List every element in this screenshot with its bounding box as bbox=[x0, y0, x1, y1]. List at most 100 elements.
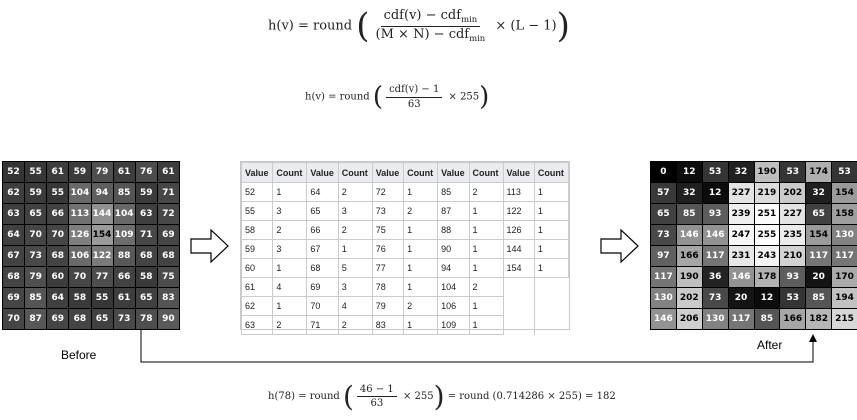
after-pixel-cell: 219 bbox=[754, 183, 780, 203]
after-pixel-cell: 130 bbox=[832, 225, 857, 245]
before-pixel-cell: 104 bbox=[69, 183, 91, 203]
after-pixel-cell: 0 bbox=[651, 162, 676, 182]
after-pixel-cell: 117 bbox=[806, 246, 832, 266]
before-pixel-cell: 59 bbox=[25, 183, 47, 203]
after-pixel-cell: 97 bbox=[651, 246, 676, 266]
before-pixel-cell: 72 bbox=[157, 204, 179, 224]
after-pixel-cell: 166 bbox=[780, 309, 806, 329]
before-pixel-cell: 83 bbox=[157, 288, 179, 308]
after-pixel-cell: 170 bbox=[832, 267, 857, 287]
table-cell: 83 bbox=[371, 315, 405, 335]
formula-example-lhs: h(78) = round bbox=[268, 391, 340, 402]
after-pixel-cell: 85 bbox=[754, 309, 780, 329]
after-pixel-cell: 158 bbox=[832, 204, 857, 224]
before-pixel-cell: 58 bbox=[69, 288, 91, 308]
arrow-right-icon bbox=[600, 228, 639, 264]
formula-example-numerator: 46 − 1 bbox=[356, 384, 397, 397]
table-cell: 85 bbox=[437, 182, 470, 202]
after-pixel-cell: 239 bbox=[728, 204, 754, 224]
after-pixel-cell: 20 bbox=[806, 267, 832, 287]
before-pixel-cell: 70 bbox=[3, 309, 25, 329]
after-pixel-cell: 53 bbox=[832, 162, 857, 182]
before-pixel-cell: 73 bbox=[25, 246, 47, 266]
after-pixel-cell: 85 bbox=[806, 288, 832, 308]
before-pixel-cell: 94 bbox=[91, 183, 113, 203]
histogram-column-header: Value bbox=[502, 162, 535, 183]
before-pixel-cell: 61 bbox=[113, 288, 135, 308]
after-pixel-cell: 146 bbox=[728, 267, 754, 287]
after-pixel-cell: 235 bbox=[780, 225, 806, 245]
before-pixel-cell: 75 bbox=[157, 267, 179, 287]
after-pixel-cell: 210 bbox=[780, 246, 806, 266]
before-pixel-cell: 77 bbox=[91, 267, 113, 287]
after-pixel-cell: 57 bbox=[651, 183, 676, 203]
before-pixel-cell: 79 bbox=[91, 162, 113, 182]
before-pixel-cell: 73 bbox=[113, 309, 135, 329]
after-pixel-cell: 178 bbox=[754, 267, 780, 287]
before-pixel-cell: 109 bbox=[113, 225, 135, 245]
formula-example-rhs: = round (0.714286 × 255) = 182 bbox=[447, 391, 616, 402]
after-pixel-cell: 215 bbox=[832, 309, 857, 329]
after-pixel-cell: 117 bbox=[832, 246, 857, 266]
before-pixel-cell: 69 bbox=[47, 309, 69, 329]
before-pixel-cell: 67 bbox=[3, 246, 25, 266]
histogram-column-header: Count bbox=[468, 162, 504, 183]
table-cell: 52 bbox=[240, 182, 274, 202]
before-pixel-cell: 55 bbox=[25, 162, 47, 182]
after-pixel-cell: 12 bbox=[676, 162, 702, 182]
table-cell: 1 bbox=[533, 258, 570, 278]
formula-example-tail: × 255 bbox=[402, 391, 434, 402]
after-pixel-cell: 65 bbox=[806, 204, 832, 224]
histogram-column-header: Value bbox=[437, 162, 470, 183]
before-pixel-cell: 87 bbox=[25, 309, 47, 329]
after-pixel-cell: 117 bbox=[702, 246, 728, 266]
after-pixel-cell: 154 bbox=[806, 225, 832, 245]
before-pixel-cell: 68 bbox=[47, 246, 69, 266]
before-pixel-cell: 71 bbox=[135, 225, 157, 245]
table-empty-cell bbox=[502, 277, 535, 297]
table-cell: 76 bbox=[371, 239, 405, 259]
before-pixel-cell: 55 bbox=[47, 183, 69, 203]
after-pixel-cell: 117 bbox=[651, 267, 676, 287]
after-pixel-cell: 53 bbox=[702, 162, 728, 182]
after-pixel-cell: 117 bbox=[728, 309, 754, 329]
before-pixel-cell: 154 bbox=[91, 225, 113, 245]
before-pixel-cell: 63 bbox=[135, 204, 157, 224]
before-pixel-cell: 144 bbox=[91, 204, 113, 224]
after-pixel-cell: 20 bbox=[728, 288, 754, 308]
before-pixel-cell: 64 bbox=[47, 288, 69, 308]
before-pixel-cell: 113 bbox=[69, 204, 91, 224]
after-pixel-cell: 227 bbox=[728, 183, 754, 203]
after-pixel-cell: 53 bbox=[780, 162, 806, 182]
after-pixel-cell: 85 bbox=[676, 204, 702, 224]
after-pixel-cell: 32 bbox=[806, 183, 832, 203]
before-pixel-cell: 90 bbox=[157, 309, 179, 329]
formula-example-denominator: 63 bbox=[370, 398, 384, 409]
after-pixel-cell: 130 bbox=[702, 309, 728, 329]
before-pixel-cell: 106 bbox=[69, 246, 91, 266]
before-pixel-cell: 122 bbox=[91, 246, 113, 266]
after-pixel-cell: 73 bbox=[651, 225, 676, 245]
before-pixel-cell: 71 bbox=[157, 183, 179, 203]
before-pixel-cell: 63 bbox=[3, 204, 25, 224]
after-pixel-cell: 36 bbox=[702, 267, 728, 287]
before-pixel-cell: 59 bbox=[69, 162, 91, 182]
before-pixel-cell: 59 bbox=[135, 183, 157, 203]
table-cell: 71 bbox=[306, 315, 339, 335]
after-pixel-cell: 93 bbox=[780, 267, 806, 287]
after-pixel-cell: 53 bbox=[780, 288, 806, 308]
before-pixel-cell: 126 bbox=[69, 225, 91, 245]
before-pixel-cell: 69 bbox=[3, 288, 25, 308]
after-pixel-cell: 146 bbox=[651, 309, 676, 329]
before-pixel-cell: 76 bbox=[135, 162, 157, 182]
after-pixel-cell: 12 bbox=[754, 288, 780, 308]
after-pixel-cell: 65 bbox=[651, 204, 676, 224]
after-pixel-cell: 251 bbox=[754, 204, 780, 224]
